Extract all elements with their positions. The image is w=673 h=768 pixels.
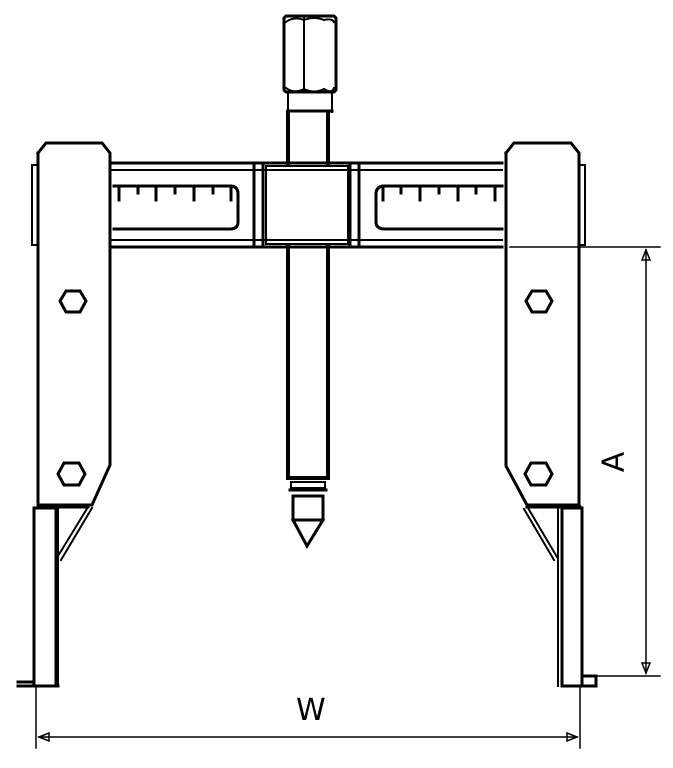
right-scale-slot xyxy=(374,184,504,231)
forcing-screw-upper xyxy=(286,110,330,165)
hex-bolt-icon xyxy=(58,289,88,314)
dimension-label-a: A xyxy=(596,451,632,473)
screw-point xyxy=(290,517,326,550)
hex-bolt-icon xyxy=(56,461,87,487)
hex-bolt-icon xyxy=(523,461,554,487)
hex-drive-head xyxy=(282,14,338,113)
arrow-left-icon xyxy=(36,731,50,743)
left-scale-slot xyxy=(112,184,240,231)
left-jaw xyxy=(16,505,94,688)
arrow-right-icon xyxy=(566,731,580,743)
arrow-down-icon xyxy=(640,662,652,676)
dimension-w xyxy=(35,685,581,749)
dimension-a xyxy=(509,246,661,677)
center-block xyxy=(252,161,361,249)
dimension-label-w: W xyxy=(296,693,326,728)
right-arm xyxy=(503,141,586,507)
hex-bolt-icon xyxy=(524,289,554,314)
forcing-screw xyxy=(286,245,330,522)
arrow-up-icon xyxy=(640,247,652,261)
left-arm xyxy=(31,141,112,507)
pivot-bolts xyxy=(56,289,554,487)
crossbar xyxy=(110,161,504,249)
right-jaw xyxy=(522,505,598,688)
